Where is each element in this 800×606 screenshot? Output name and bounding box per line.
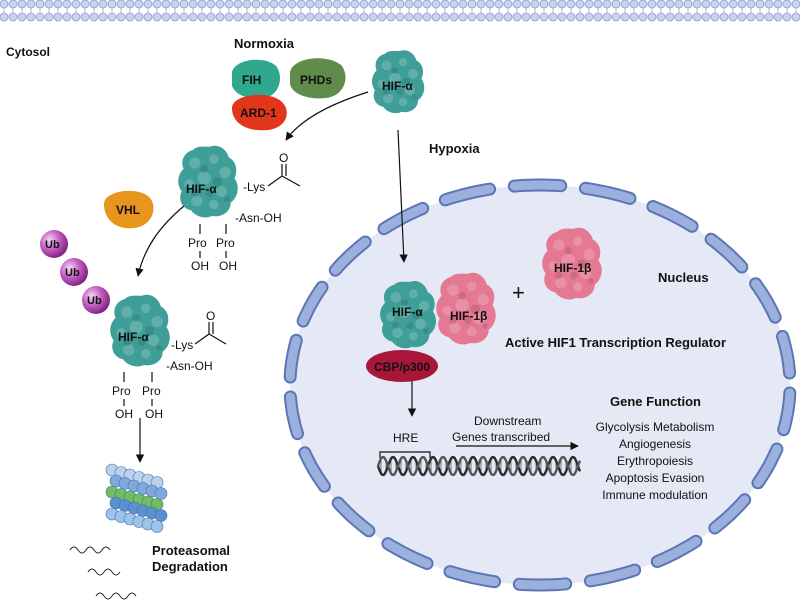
gene-function-item: Apoptosis Evasion <box>606 471 705 485</box>
carbonyl-o-mid: O <box>279 151 288 165</box>
dna-helix <box>376 455 582 477</box>
gene-function-item: Immune modulation <box>602 488 707 502</box>
hif-1beta-free: HIF-1β <box>542 227 602 300</box>
hre-label: HRE <box>393 431 418 445</box>
hif-1beta-free-label: HIF-1β <box>554 261 591 275</box>
carbonyl-o-low: O <box>206 309 215 323</box>
downstream-line1: Downstream <box>474 414 541 428</box>
gene-function-list: Glycolysis MetabolismAngiogenesisErythro… <box>596 420 715 502</box>
ard1-enzyme: ARD-1 <box>232 94 287 131</box>
cytosol-label: Cytosol <box>6 45 50 59</box>
oh-low-2: OH <box>145 407 163 421</box>
fih-enzyme: FIH <box>232 59 280 99</box>
peptide-fragments <box>69 546 137 600</box>
proteasomal-degradation-line1: Proteasomal <box>152 543 230 558</box>
gene-function-title: Gene Function <box>610 394 701 409</box>
pathway-arrows <box>135 91 579 463</box>
pro-mid-2: Pro <box>216 236 235 250</box>
vhl-enzyme: VHL <box>104 190 154 229</box>
hif-alpha-free: HIF-α <box>371 50 425 114</box>
downstream-line2: Genes transcribed <box>452 430 550 444</box>
pro-low-1: Pro <box>112 384 131 398</box>
phds-enzyme: PHDs <box>290 58 346 99</box>
oh-mid-1: OH <box>191 259 209 273</box>
gene-function-item: Angiogenesis <box>619 437 691 451</box>
hif-alpha-mid-label: HIF-α <box>186 182 217 196</box>
nuclear-envelope <box>283 178 797 592</box>
hif-alpha-free-label: HIF-α <box>382 79 413 93</box>
plus-sign: + <box>512 280 525 305</box>
hif-alpha-ubiquitinated: HIF-α -Lys O -Asn-OH Pro Pro OH OH <box>110 294 227 421</box>
proteasome <box>105 463 168 533</box>
ubiquitin-chain: Ub Ub Ub <box>40 230 110 314</box>
ub-label-1: Ub <box>45 239 60 251</box>
cbp-p300-label: CBP/p300 <box>374 360 430 374</box>
hif1-complex: HIF-α HIF-1β CBP/p300 <box>366 272 496 382</box>
phds-label: PHDs <box>300 73 332 87</box>
vhl-label: VHL <box>116 203 140 217</box>
nucleus <box>283 178 797 592</box>
oh-low-1: OH <box>115 407 133 421</box>
normoxia-label: Normoxia <box>234 36 295 51</box>
asn-low: -Asn-OH <box>166 359 213 373</box>
active-regulator-label: Active HIF1 Transcription Regulator <box>505 335 726 350</box>
ub-label-2: Ub <box>65 267 80 279</box>
fih-label: FIH <box>242 73 261 87</box>
pro-low-2: Pro <box>142 384 161 398</box>
hypoxia-label: Hypoxia <box>429 141 480 156</box>
lys-low: -Lys <box>171 338 193 352</box>
asn-mid: -Asn-OH <box>235 211 282 225</box>
gene-function-item: Glycolysis Metabolism <box>596 420 715 434</box>
hif-alpha-low-label: HIF-α <box>118 330 149 344</box>
cell-membrane <box>0 0 800 22</box>
ub-label-3: Ub <box>87 295 102 307</box>
gene-function-item: Erythropoiesis <box>617 454 693 468</box>
proteasomal-degradation-line2: Degradation <box>152 559 228 574</box>
nucleus-label: Nucleus <box>658 270 709 285</box>
hif-alpha-nuc-label: HIF-α <box>392 305 423 319</box>
pro-mid-1: Pro <box>188 236 207 250</box>
hif-alpha-hydroxylated: HIF-α -Lys O -Asn-OH Pro Pro OH OH <box>178 145 301 273</box>
ard1-label: ARD-1 <box>240 106 277 120</box>
hif-1beta-complex-label: HIF-1β <box>450 309 487 323</box>
oh-mid-2: OH <box>219 259 237 273</box>
lys-mid: -Lys <box>243 180 265 194</box>
